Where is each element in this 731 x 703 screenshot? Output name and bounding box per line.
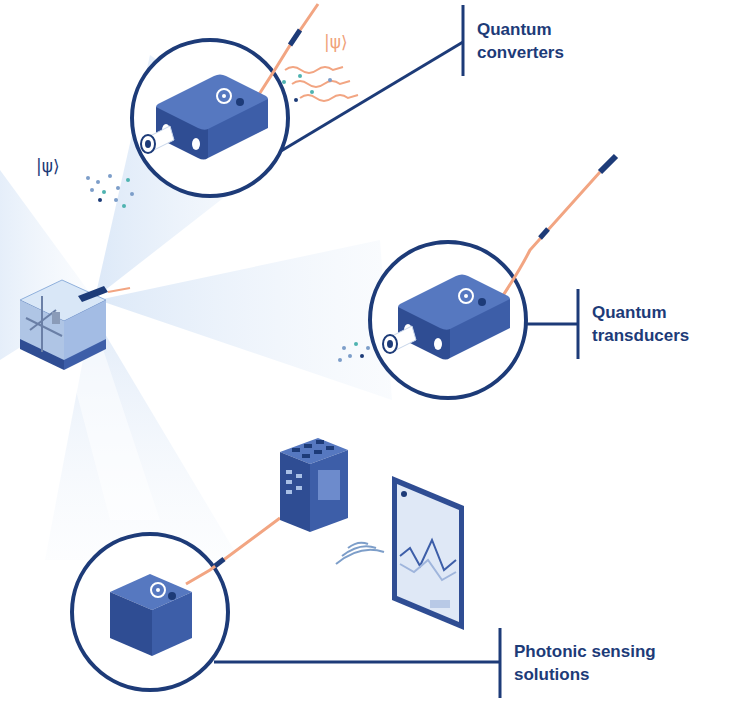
transducer-device bbox=[338, 156, 616, 398]
converter-device bbox=[132, 4, 358, 196]
quantum-chip bbox=[20, 280, 130, 370]
ket-symbol: |ψ⟩ bbox=[324, 32, 348, 52]
product-label: Photonic sensing solutions bbox=[514, 640, 689, 686]
ket-symbol: |ψ⟩ bbox=[36, 156, 60, 176]
product-label: Quantum converters bbox=[477, 18, 564, 64]
tablet bbox=[392, 476, 464, 630]
wireless-waves bbox=[336, 543, 384, 564]
leader-lines bbox=[214, 5, 578, 698]
product-label: Quantum transducers bbox=[592, 301, 689, 347]
network-switch bbox=[280, 438, 348, 532]
photonic-sensor bbox=[72, 518, 280, 690]
